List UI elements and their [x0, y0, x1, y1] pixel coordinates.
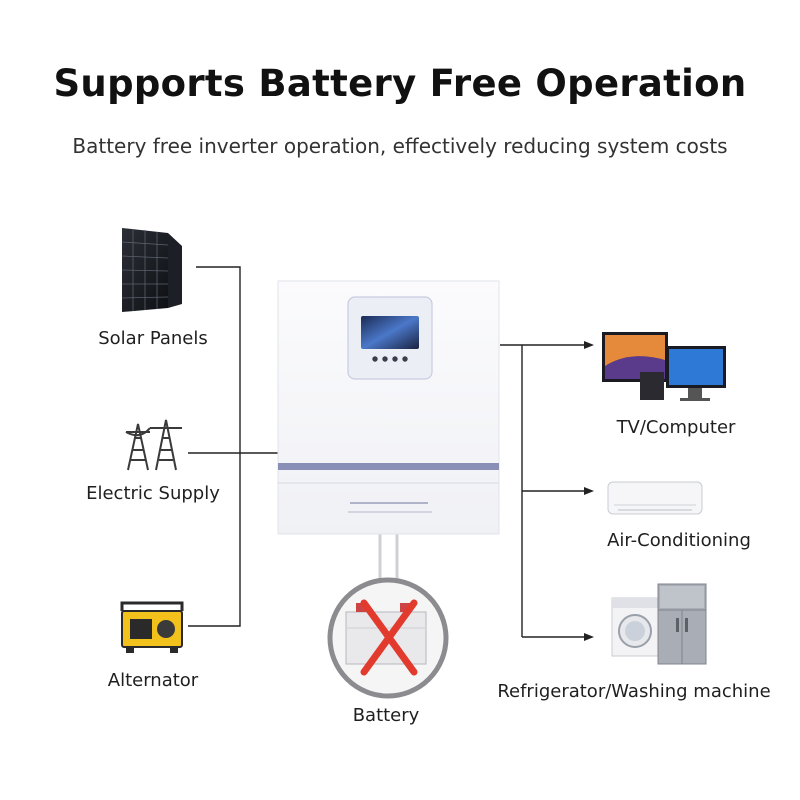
input-label-alternator: Alternator — [107, 670, 199, 691]
battery-crossed-icon — [327, 577, 449, 699]
battery-label: Battery — [352, 705, 420, 726]
input-label-solar-panels: Solar Panels — [98, 328, 208, 349]
battery-cables — [378, 534, 399, 582]
input-bus-lines — [188, 266, 278, 627]
page-title: Supports Battery Free Operation — [53, 62, 747, 105]
output-label-refrigerator-washing-machine: Refrigerator/Washing machine — [497, 681, 771, 702]
lcd-screen — [361, 316, 419, 349]
control-buttons — [372, 356, 408, 362]
output-label-tv-computer: TV/Computer — [616, 417, 736, 438]
power-tower-icon — [125, 419, 182, 471]
air-conditioner-icon — [607, 481, 703, 515]
output-label-air-conditioning: Air-Conditioning — [607, 530, 751, 551]
input-label-electric-supply: Electric Supply — [86, 483, 220, 504]
inverter-unit — [277, 280, 500, 535]
output-arrows — [584, 341, 594, 641]
generator-icon — [120, 601, 184, 653]
accent-stripe — [278, 463, 499, 470]
page-subtitle: Battery free inverter operation, effecti… — [72, 134, 728, 158]
output-bus-lines — [500, 344, 588, 638]
tv-computer-icon — [602, 332, 726, 401]
solar-panel-icon — [121, 228, 182, 312]
fridge-washer-icon — [611, 583, 707, 665]
